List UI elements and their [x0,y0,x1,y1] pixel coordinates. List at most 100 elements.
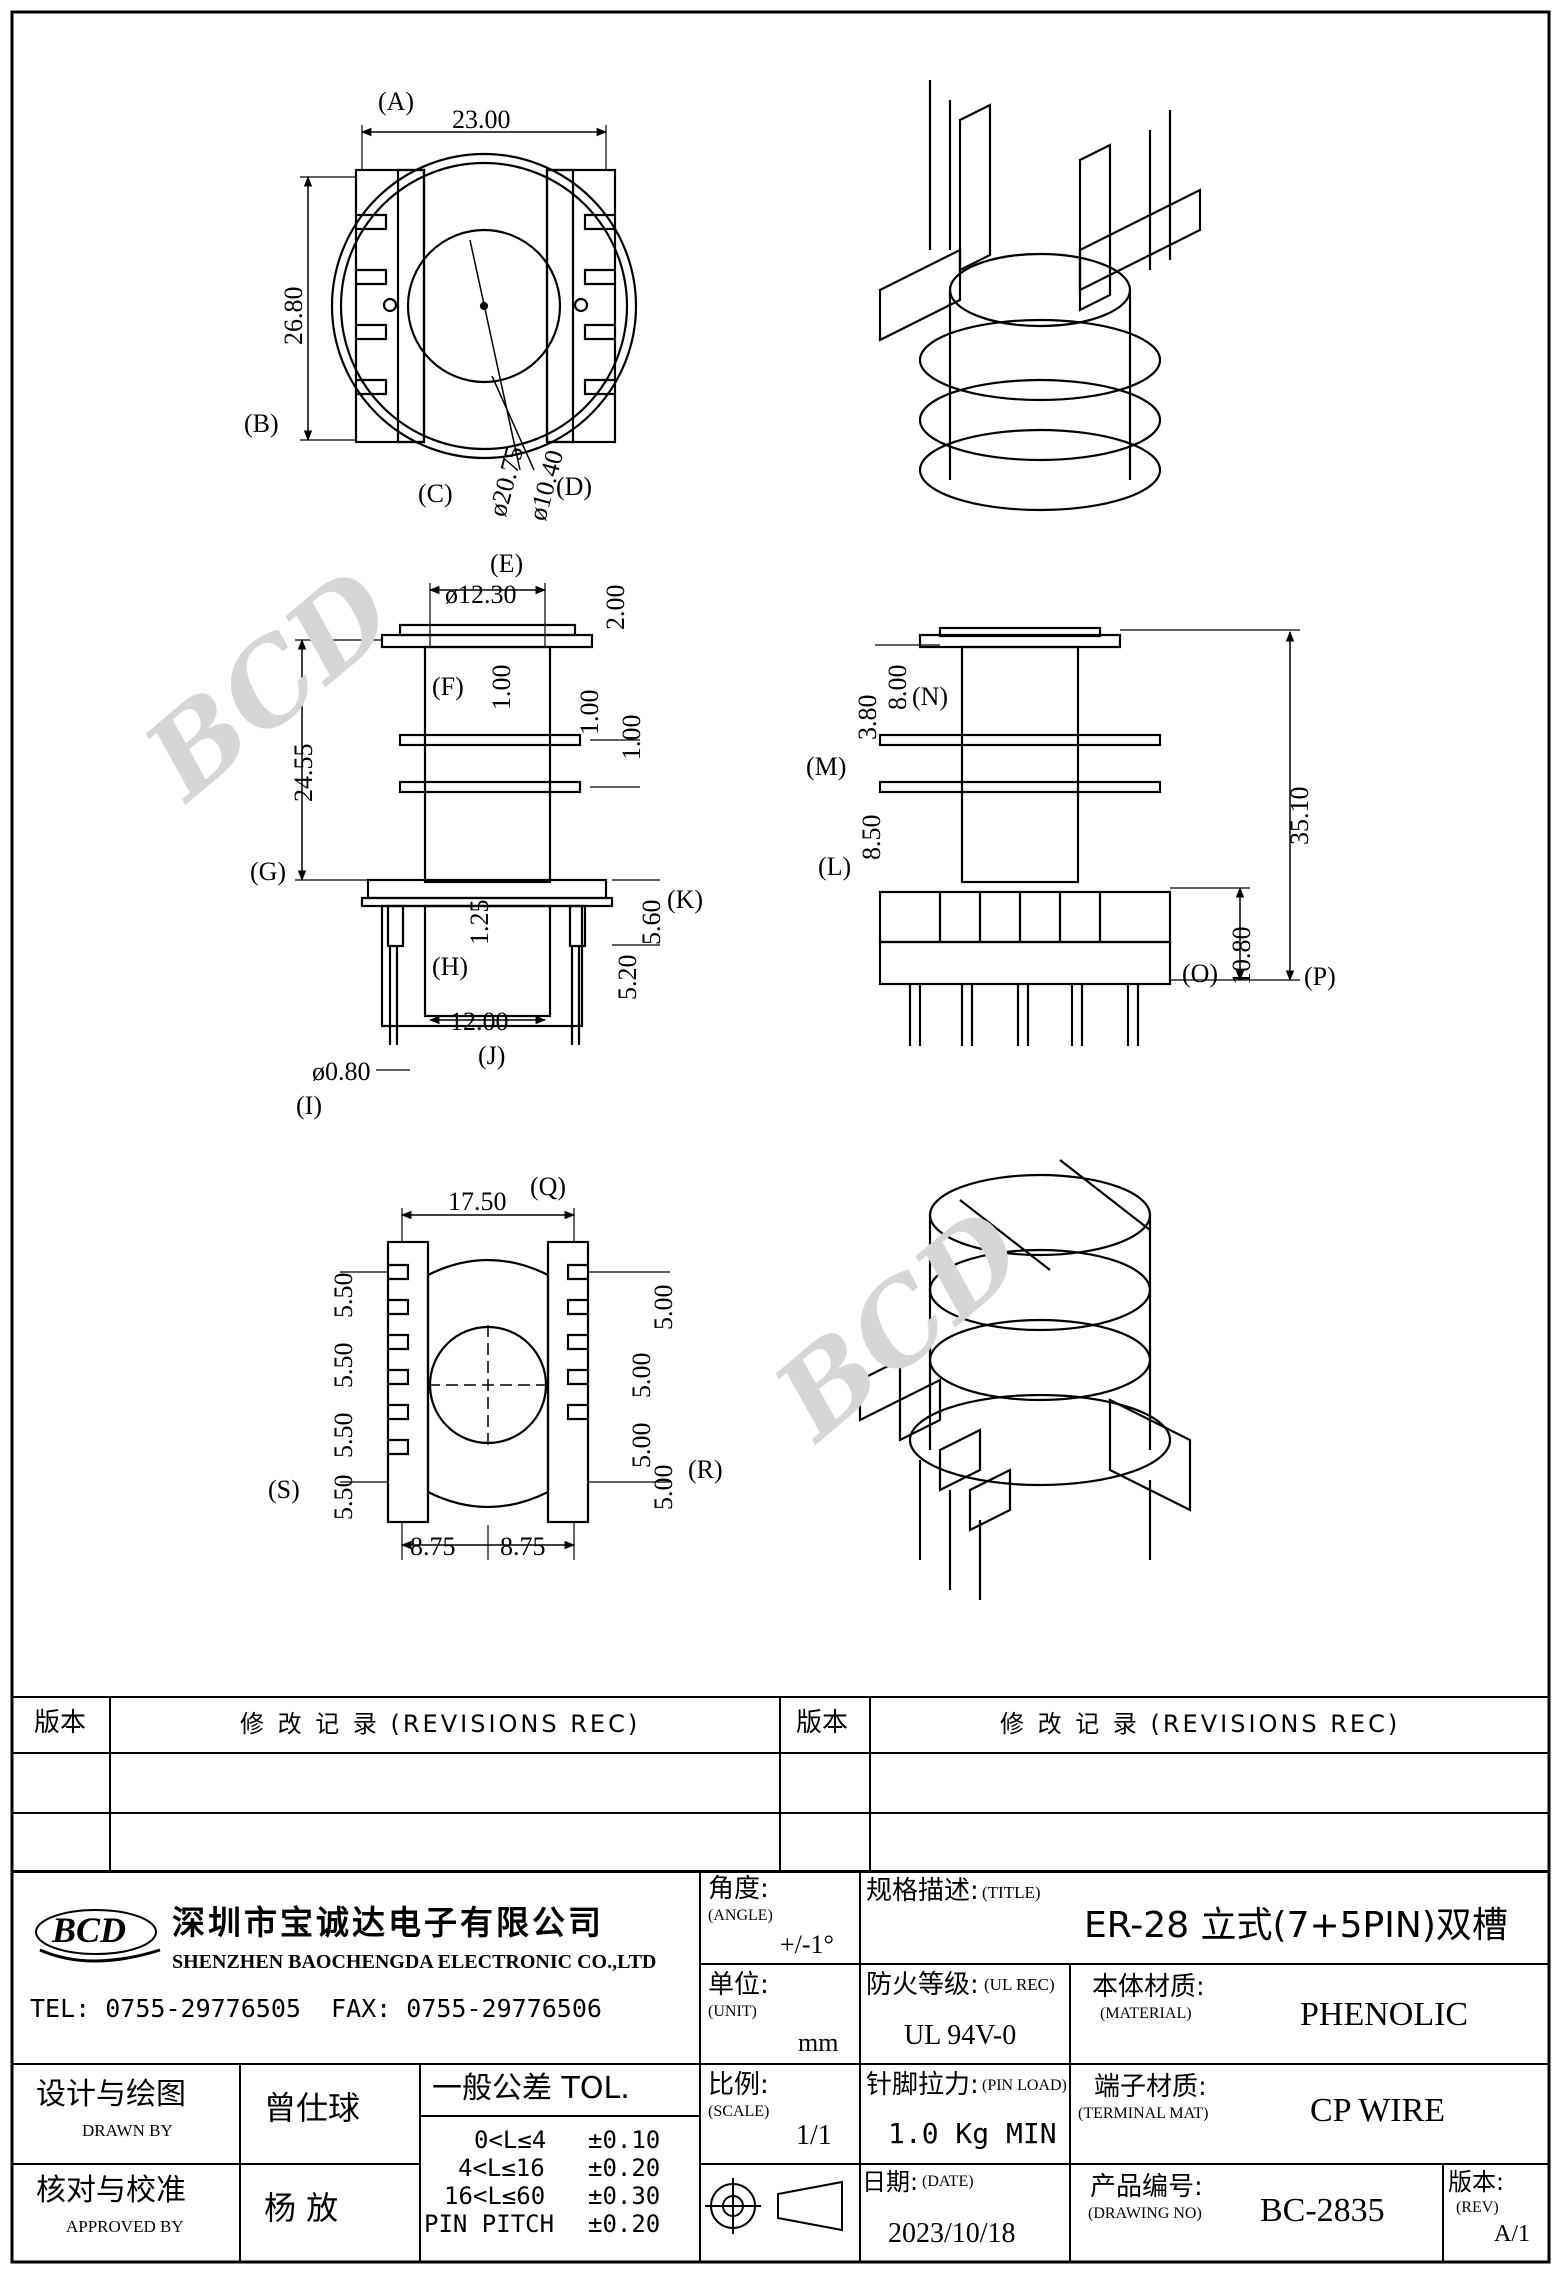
angle-label: 角度: [708,1874,769,1904]
dim-2-00: 2.00 [601,585,630,631]
pinload-label: 针脚拉力: [866,2070,979,2100]
dim-3-80: 3.80 [853,695,882,741]
company-name-cn: 深圳市宝诚达电子有限公司 [172,1903,604,1942]
tolerance-value-1: ±0.10 [588,2126,661,2154]
callout-o: (O) [1182,959,1218,988]
pinload-label-en: (PIN LOAD) [982,2077,1067,2094]
dim-d0-80: ø0.80 [312,1057,371,1086]
titleblock-lines [12,1870,1549,2262]
callout-k: (K) [667,885,703,914]
tolerance-range-4: PIN PITCH [424,2210,555,2238]
drawing-no-value: BC-2835 [1260,2192,1385,2229]
material-label: 本体材质: [1092,1972,1205,2002]
tolerance-value-2: ±0.20 [588,2154,661,2182]
scale-value: 1/1 [796,2120,832,2151]
projection-symbol-icon [705,2178,843,2234]
drawn-label: 设计与绘图 [36,2077,186,2112]
dim-8-75-a: 8.75 [410,1532,456,1561]
dim-1-25: 1.25 [465,900,494,946]
dim-26-80: 26.80 [279,287,308,346]
ul-label-en: (UL REC) [984,1975,1055,1994]
callout-c: (C) [418,479,453,508]
scale-label-en: (SCALE) [708,2103,770,2120]
callout-p: (P) [1304,962,1336,991]
callout-n: (N) [912,682,948,711]
callout-h: (H) [432,952,468,981]
ul-label: 防火等级: [866,1970,979,2000]
dim-5-00-b: 5.00 [627,1353,656,1399]
callout-g: (G) [250,857,286,886]
dim-8-75-b: 8.75 [500,1532,546,1561]
company-name-en: SHENZHEN BAOCHENGDA ELECTRONIC CO.,LTD [172,1951,657,1973]
dim-8-00: 8.00 [883,665,912,711]
revision-version-header-left: 版本 [34,1708,87,1738]
dim-5-00-d: 5.00 [649,1465,678,1511]
ul-value: UL 94V-0 [904,2020,1017,2051]
title-label: 规格描述: [866,1876,979,1906]
callout-s: (S) [268,1475,300,1504]
terminal-value: CP WIRE [1310,2092,1446,2129]
dim-10-80: 10.80 [1227,927,1256,986]
terminal-label-en: (TERMINAL MAT) [1078,2105,1209,2122]
tolerance-header: 一般公差 TOL. [432,2071,630,2106]
revision-record-header-left: 修 改 记 录 (REVISIONS REC) [240,1710,641,1738]
callout-r: (R) [688,1455,723,1484]
dim-8-50: 8.50 [857,815,886,861]
dim-35-10: 35.10 [1285,787,1314,846]
date-value: 2023/10/18 [888,2218,1016,2249]
dim-23: 23.00 [452,105,511,134]
scale-label: 比例: [708,2070,769,2100]
dim-1-00-a: 1.00 [487,665,516,711]
side-view [875,626,1300,1046]
dim-5-00-a: 5.00 [649,1285,678,1331]
front-view [295,583,660,1071]
callout-f: (F) [432,672,464,701]
tolerance-range-3: 16<L≤60 [444,2182,546,2210]
unit-label: 单位: [708,1970,769,2000]
callout-m: (M) [806,752,846,781]
tolerance-range-1: 0<L≤4 [474,2126,547,2154]
callout-q: (Q) [530,1172,566,1201]
unit-value: mm [798,2028,839,2057]
tolerance-range-2: 4<L≤16 [458,2154,545,2182]
tolerance-value-4: ±0.20 [588,2210,661,2238]
title-value: ER-28 立式(7+5PIN)双槽 [1084,1905,1508,1946]
rev-value: A/1 [1494,2221,1530,2247]
dim-24-55: 24.55 [289,744,318,803]
callout-l: (L) [818,852,851,881]
material-label-en: (MATERIAL) [1100,2005,1192,2022]
terminal-label: 端子材质: [1094,2072,1207,2102]
logo-text: BCD [52,1910,127,1950]
dim-5-20: 5.20 [613,955,642,1001]
callout-d: (D) [556,472,592,501]
callout-a: (A) [378,87,414,116]
dim-d20-75: ø20.75 [483,443,530,520]
drawn-label-en: DRAWN BY [82,2121,173,2140]
callout-e: (E) [490,549,523,578]
rev-label: 版本: [1448,2168,1505,2196]
angle-label-en: (ANGLE) [708,1907,773,1924]
drawing-no-label-en: (DRAWING NO) [1088,2205,1202,2222]
dim-17-50: 17.50 [448,1187,507,1216]
unit-label-en: (UNIT) [708,2003,757,2020]
callout-b: (B) [244,409,279,438]
company-contact: TEL: 0755-29776505 FAX: 0755-29776506 [30,1994,602,2023]
drawn-value: 曾仕球 [264,2089,361,2127]
isometric-view-bottom [858,1159,1192,1600]
material-value: PHENOLIC [1300,1996,1469,2033]
dim-12-00: 12.00 [450,1007,509,1036]
company-logo [35,1909,161,1963]
revision-record-header-right: 修 改 记 录 (REVISIONS REC) [1000,1710,1401,1738]
rev-label-en: (REV) [1456,2199,1499,2216]
date-label-en: (DATE) [922,2173,974,2190]
dim-5-50-c: 5.50 [329,1413,358,1459]
dim-5-50-d: 5.50 [329,1475,358,1521]
date-label: 日期: [862,2168,919,2196]
callout-j: (J) [478,1041,505,1070]
tolerance-value-3: ±0.30 [588,2182,661,2210]
isometric-view-top [878,80,1202,512]
bottom-view [340,1208,670,1560]
angle-value: +/-1° [780,1930,834,1959]
callout-i: (I) [296,1091,322,1120]
